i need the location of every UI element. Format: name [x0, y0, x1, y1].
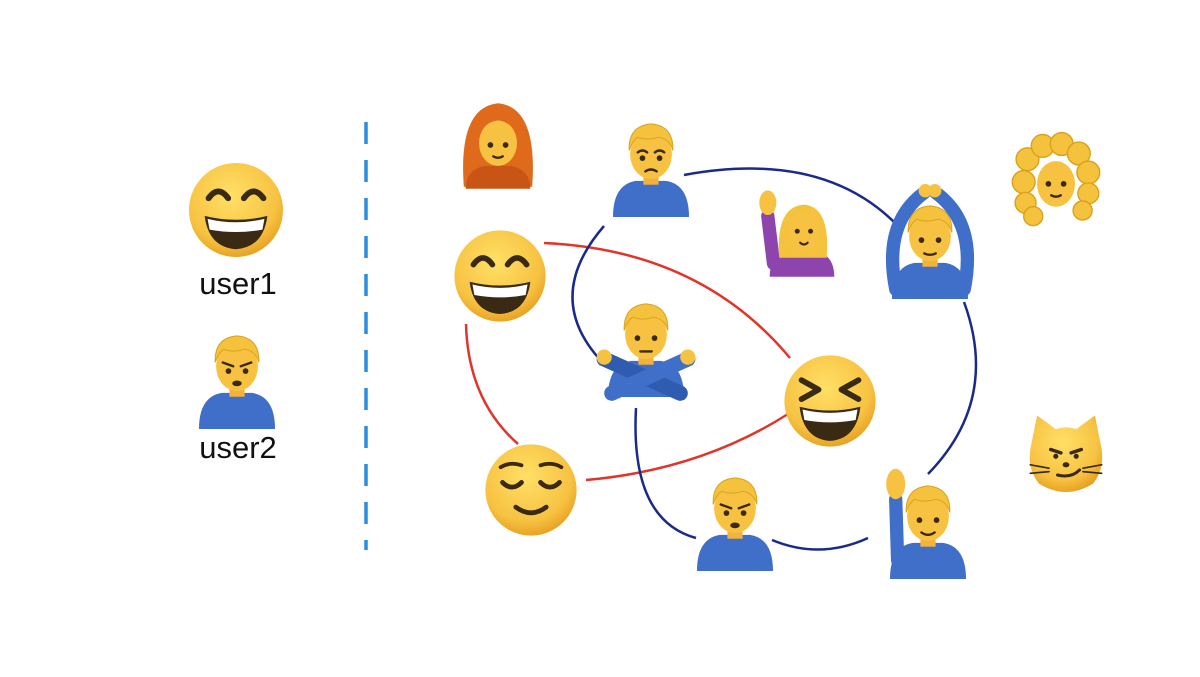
man-pouting-node-icon	[697, 478, 773, 571]
man-raising-hand-icon	[886, 469, 966, 579]
user2-edges	[571, 167, 978, 551]
smirking-cat-icon	[1028, 413, 1104, 494]
man-pouting-icon	[199, 336, 275, 429]
woman-red-hair-icon	[461, 102, 535, 190]
woman-raising-hand-icon	[759, 190, 834, 276]
edge-no-pout	[634, 407, 697, 540]
user2-label: user2	[199, 430, 277, 465]
man-gesturing-ok-icon	[892, 184, 968, 299]
relieved-face-icon	[485, 444, 576, 535]
grinning-squinting-face-icon	[784, 355, 875, 446]
legend-user1: user1	[189, 163, 283, 301]
edge-ok-raise	[927, 301, 978, 475]
woman-curly-hair-icon	[1011, 131, 1101, 227]
edge-grin-squint	[543, 241, 791, 359]
edge-relieved-squint	[585, 412, 789, 482]
grinning-face-node-icon	[454, 230, 545, 321]
edge-pout-raise	[771, 536, 869, 551]
legend-user2: user2	[199, 336, 277, 465]
man-gesturing-no-icon	[597, 304, 696, 397]
user1-edges	[464, 241, 791, 482]
edge-frown-ok	[683, 167, 895, 223]
edge-frown-no	[571, 225, 607, 367]
edge-grin-relieved	[464, 323, 519, 445]
grinning-face-icon	[189, 163, 283, 257]
man-frowning-icon	[613, 124, 689, 217]
user1-label: user1	[199, 266, 277, 301]
